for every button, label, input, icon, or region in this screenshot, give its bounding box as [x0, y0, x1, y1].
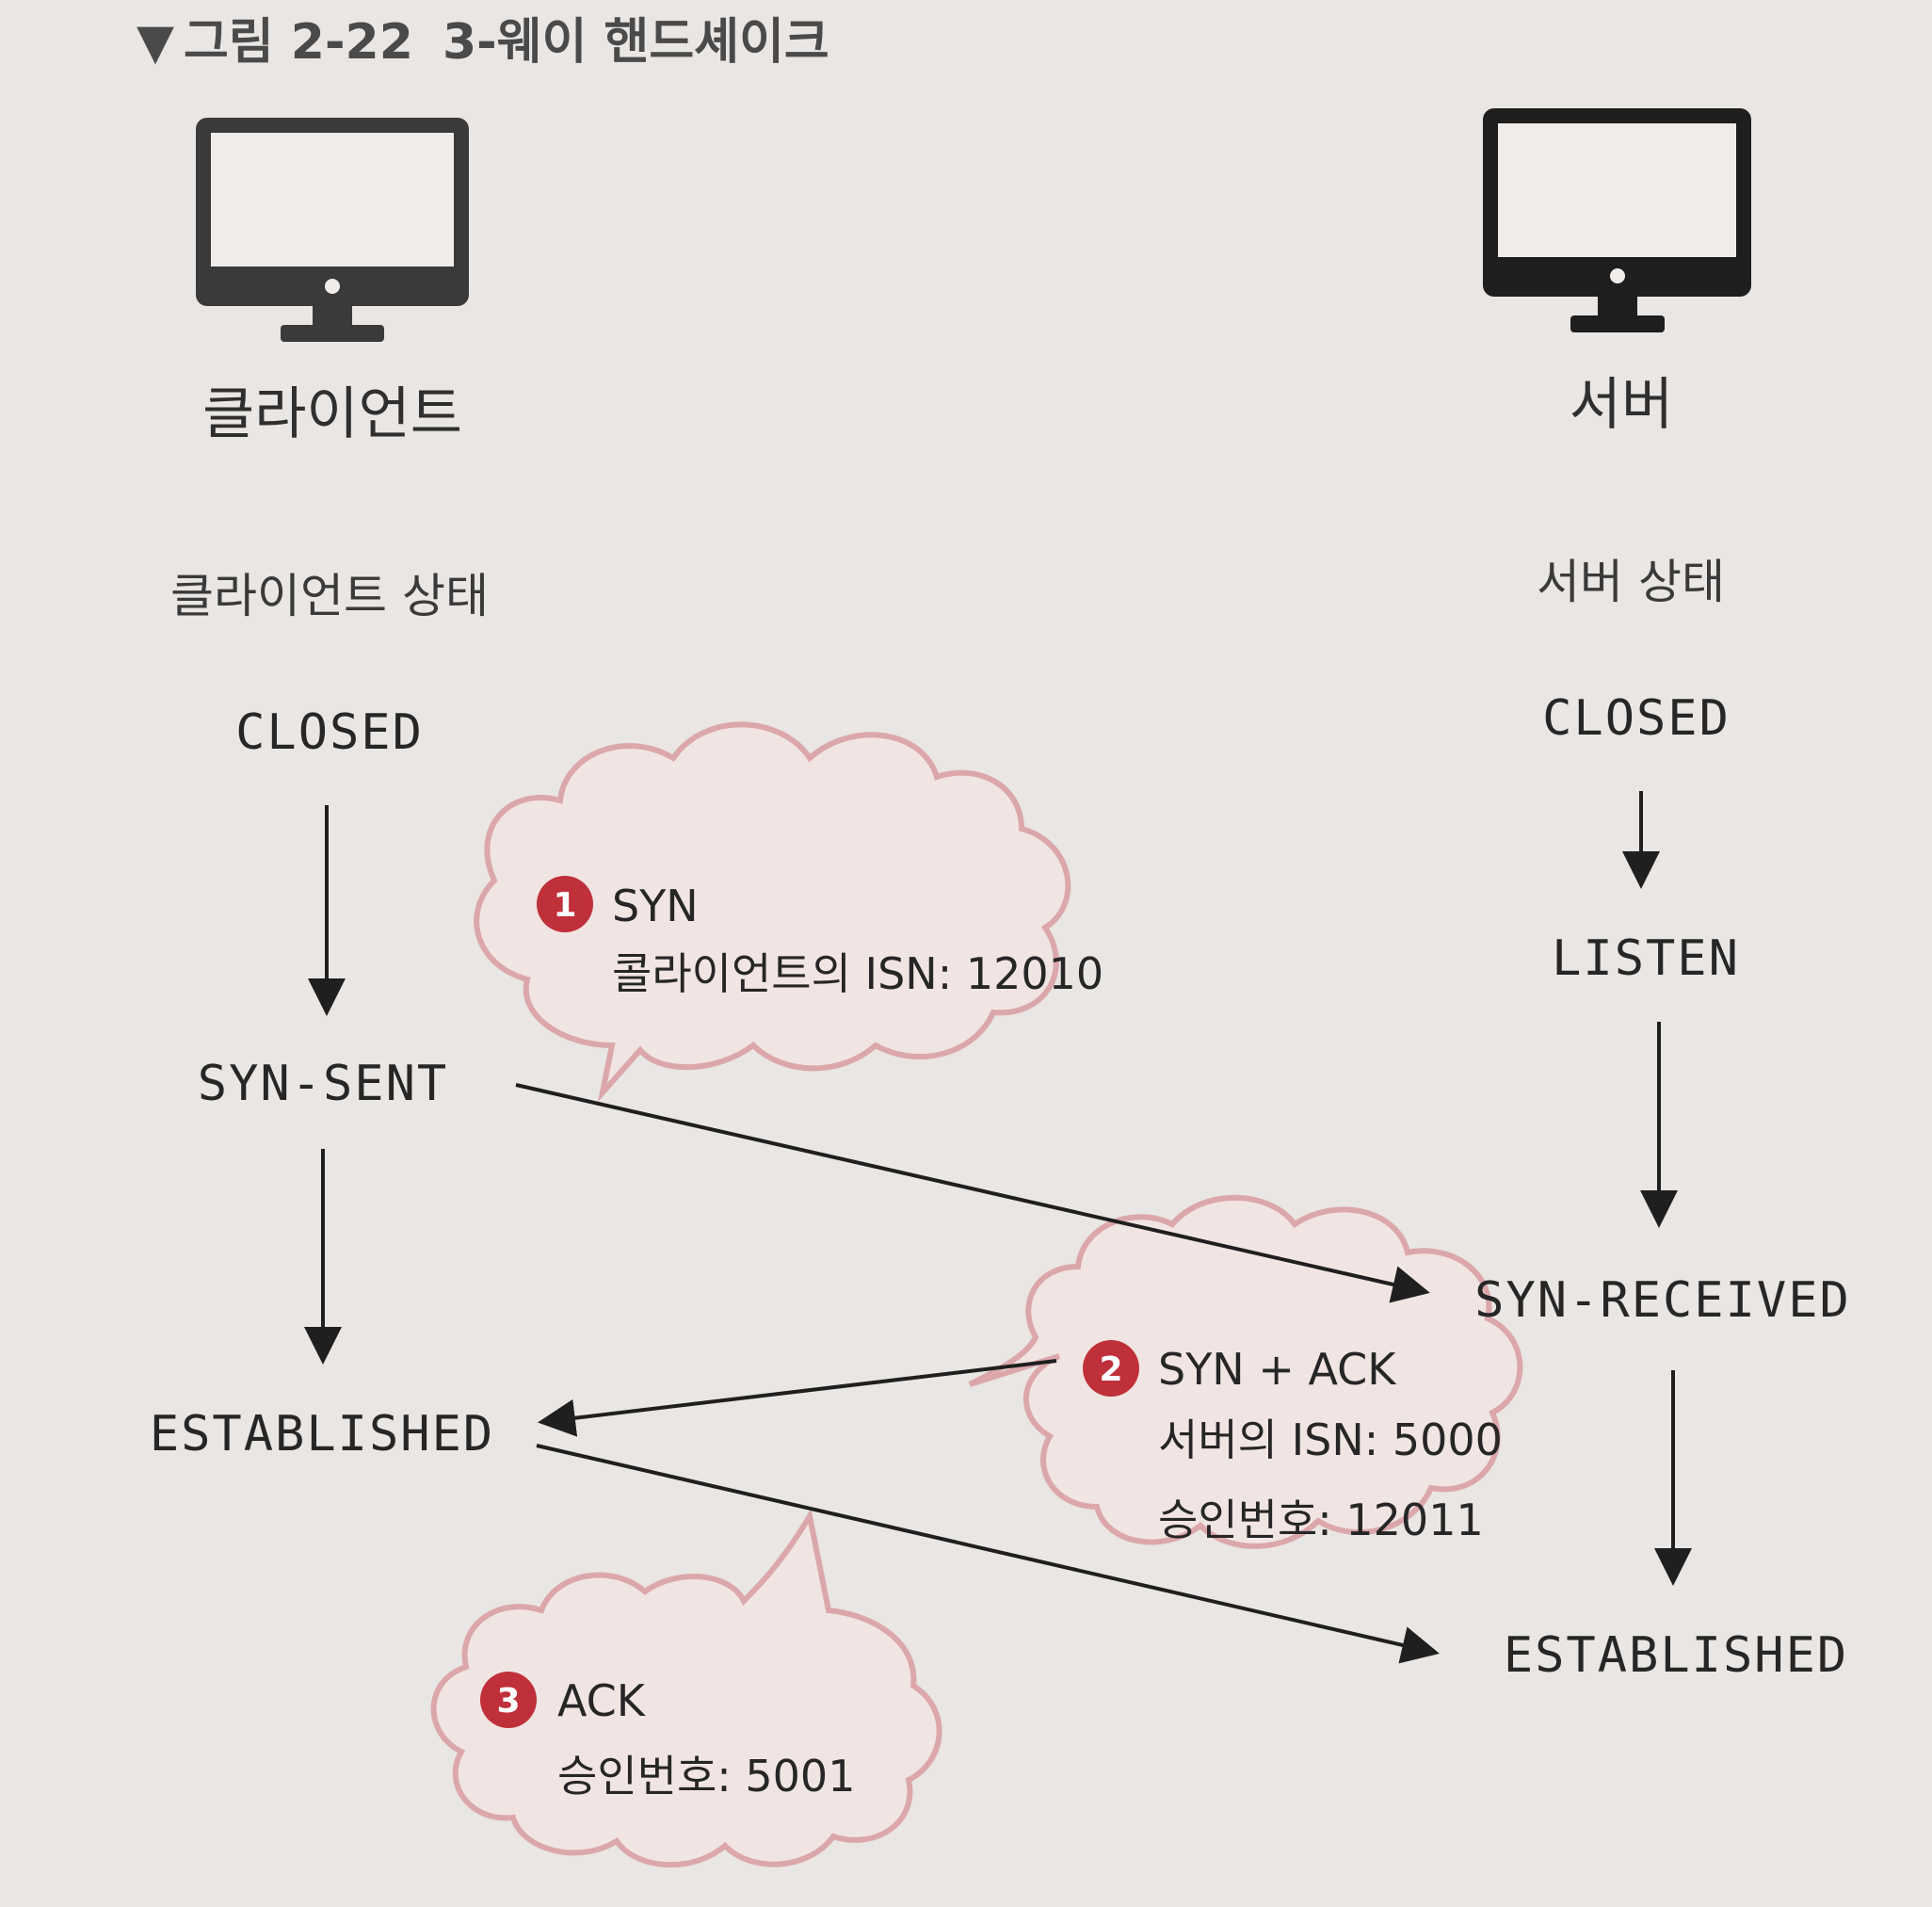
ack-message-arrow — [536, 1444, 1440, 1664]
server-name: 서버 — [1570, 372, 1673, 438]
message-number: 3 — [496, 1682, 520, 1721]
ack-number-text: 승인번호: 5001 — [557, 1751, 855, 1802]
client-state-closed: CLOSED — [235, 704, 424, 761]
message-type-syn-ack: SYN + ACK — [1158, 1344, 1397, 1395]
server-isn-text: 서버의 ISN: 5000 — [1158, 1414, 1503, 1465]
message-type-syn: SYN — [612, 881, 699, 931]
server-state-heading: 서버 상태 — [1537, 555, 1725, 609]
client-state-syn-sent: SYN-SENT — [198, 1056, 448, 1112]
syn-message-arrow — [515, 1083, 1430, 1303]
ack-bubble — [430, 1508, 942, 1867]
server-state-established: ESTABLISHED — [1504, 1627, 1848, 1684]
message-number-badge — [537, 876, 593, 932]
figure-marker-icon: ▼ — [137, 14, 174, 71]
figure-title: 3-웨이 핸드셰이크 — [443, 14, 829, 71]
syn-ack-message-arrow — [538, 1359, 1057, 1437]
syn-bubble — [474, 721, 1071, 1103]
client-monitor-icon — [196, 118, 469, 342]
syn-ack-number-text: 승인번호: 12011 — [1158, 1495, 1484, 1545]
figure-label: 그림 2-22 — [184, 14, 413, 71]
server-state-listen: LISTEN — [1552, 930, 1740, 987]
client-name: 클라이언트 — [202, 381, 462, 447]
server-monitor-icon — [1483, 108, 1751, 332]
server-state-syn-received: SYN-RECEIVED — [1474, 1272, 1851, 1329]
client-isn-text: 콜라이언트의 ISN: 12010 — [612, 948, 1103, 999]
server-state-closed: CLOSED — [1542, 690, 1731, 747]
client-state-heading: 클라이언트 상태 — [170, 569, 489, 623]
message-number: 2 — [1099, 1350, 1122, 1389]
syn-ack-bubble — [968, 1194, 1523, 1549]
client-state-established: ESTABLISHED — [150, 1406, 494, 1463]
message-number-badge — [1083, 1340, 1139, 1397]
message-number: 1 — [553, 886, 576, 925]
message-type-ack: ACK — [557, 1675, 647, 1726]
message-number-badge — [480, 1672, 537, 1728]
